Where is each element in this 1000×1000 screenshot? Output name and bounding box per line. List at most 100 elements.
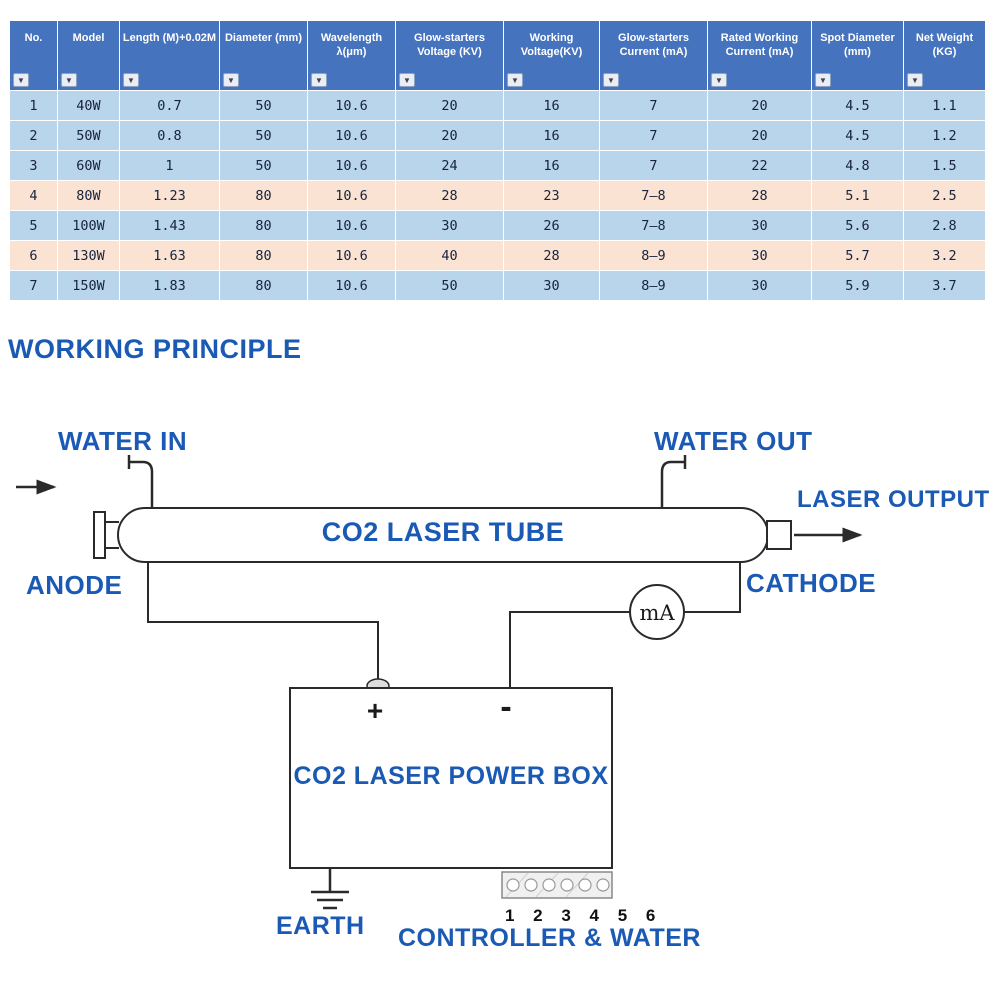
table-cell: 130W [57, 240, 120, 271]
table-cell: 7 [9, 270, 58, 301]
table-cell: 80 [219, 210, 308, 241]
table-cell: 1.43 [119, 210, 220, 241]
diagram-lineart: mA + - 1 2 3 4 5 6 [16, 455, 863, 925]
cathode-wire [509, 611, 630, 688]
table-cell: 16 [503, 120, 600, 151]
table-cell: 10.6 [307, 210, 396, 241]
connector-pin [542, 878, 556, 892]
column-header: Wavelength λ(μm)▼ [307, 20, 396, 91]
table-cell: 20 [395, 120, 504, 151]
table-cell: 7 [599, 90, 708, 121]
table-cell: 30 [707, 210, 812, 241]
table-cell: 22 [707, 150, 812, 181]
water-out-pipe [660, 460, 685, 508]
table-cell: 1 [9, 90, 58, 121]
filter-dropdown-icon[interactable]: ▼ [311, 73, 327, 87]
table-cell: 30 [395, 210, 504, 241]
table-cell: 28 [395, 180, 504, 211]
table-cell: 24 [395, 150, 504, 181]
filter-dropdown-icon[interactable]: ▼ [13, 73, 29, 87]
table-cell: 1.1 [903, 90, 986, 121]
table-cell: 23 [503, 180, 600, 211]
column-header-label: Rated Working Current (mA) [720, 32, 799, 59]
table-cell: 80W [57, 180, 120, 211]
column-header: Diameter (mm) ▼ [219, 20, 308, 91]
table-cell: 6 [9, 240, 58, 271]
strip-hatch [565, 872, 589, 898]
table-cell: 4 [9, 180, 58, 211]
table-cell: 3.7 [903, 270, 986, 301]
table-cell: 4.8 [811, 150, 904, 181]
table-cell: 4.5 [811, 120, 904, 151]
table-cell: 40 [395, 240, 504, 271]
column-header: Spot Diameter (mm) ▼ [811, 20, 904, 91]
column-header: Glow-starters Current (mA) ▼ [599, 20, 708, 91]
filter-dropdown-icon[interactable]: ▼ [61, 73, 77, 87]
spec-table: No.▼Model▼Length (M)+0.02M▼Diameter (mm)… [9, 20, 986, 301]
table-cell: 7 [599, 120, 708, 151]
table-cell: 30 [503, 270, 600, 301]
table-cell: 4.5 [811, 90, 904, 121]
column-header: Net Weight (KG) ▼ [903, 20, 986, 91]
column-header-label: Spot Diameter (mm) [820, 32, 895, 59]
connector-pin [560, 878, 574, 892]
connector-pin [596, 878, 610, 892]
anode-end-plug [93, 511, 106, 559]
table-cell: 80 [219, 240, 308, 271]
table-cell: 1.63 [119, 240, 220, 271]
laser-tube-label: CO2 LASER TUBE [321, 517, 565, 547]
water-out-label: WATER OUT [654, 426, 813, 456]
table-cell: 10.6 [307, 240, 396, 271]
table-cell: 10.6 [307, 90, 396, 121]
filter-dropdown-icon[interactable]: ▼ [711, 73, 727, 87]
column-header-label: Net Weight (KG) [915, 32, 974, 59]
connector-pin [578, 878, 592, 892]
column-header: Working Voltage(KV)▼ [503, 20, 600, 91]
ma-meter-label: mA [639, 601, 675, 625]
column-header-label: Diameter (mm) [224, 32, 303, 44]
connector-pin-numbers: 1 2 3 4 5 6 [505, 906, 662, 925]
table-cell: 2.5 [903, 180, 986, 211]
ma-meter [629, 584, 685, 640]
filter-dropdown-icon[interactable]: ▼ [507, 73, 523, 87]
table-cell: 50W [57, 120, 120, 151]
earth-label: EARTH [276, 912, 365, 940]
column-header-label: Length (M)+0.02M [122, 32, 217, 44]
plus-terminal-label: + [367, 695, 383, 726]
table-cell: 28 [503, 240, 600, 271]
laser-output-label: LASER OUTPUT [797, 486, 990, 513]
filter-dropdown-icon[interactable]: ▼ [123, 73, 139, 87]
laser-output-nub [766, 520, 792, 550]
column-header-label: Glow-starters Current (mA) [618, 32, 689, 59]
table-header-row: No.▼Model▼Length (M)+0.02M▼Diameter (mm)… [9, 20, 986, 91]
table-cell: 16 [503, 150, 600, 181]
filter-dropdown-icon[interactable]: ▼ [815, 73, 831, 87]
filter-dropdown-icon[interactable]: ▼ [907, 73, 923, 87]
table-cell: 8—9 [599, 240, 708, 271]
table-cell: 28 [707, 180, 812, 211]
water-in-label: WATER IN [58, 426, 188, 456]
column-header-label: Model [72, 32, 105, 44]
power-box-label: CO2 LASER POWER BOX [293, 762, 609, 790]
table-cell: 50 [395, 270, 504, 301]
table-cell: 5.7 [811, 240, 904, 271]
table-cell: 16 [503, 90, 600, 121]
filter-dropdown-icon[interactable]: ▼ [223, 73, 239, 87]
column-header: Length (M)+0.02M ▼ [119, 20, 220, 91]
table-cell: 20 [707, 90, 812, 121]
table-cell: 1.83 [119, 270, 220, 301]
table-cell: 5.6 [811, 210, 904, 241]
column-header: No.▼ [9, 20, 58, 91]
table-cell: 150W [57, 270, 120, 301]
connector-pin [506, 878, 520, 892]
filter-dropdown-icon[interactable]: ▼ [399, 73, 415, 87]
water-in-pipe [129, 460, 154, 508]
filter-dropdown-icon[interactable]: ▼ [603, 73, 619, 87]
column-header: Model ▼ [57, 20, 120, 91]
